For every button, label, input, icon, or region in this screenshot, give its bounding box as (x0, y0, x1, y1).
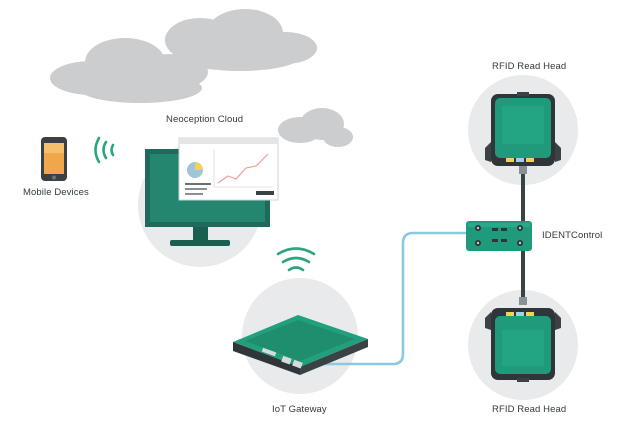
rfid-read-head-bottom (485, 308, 561, 382)
gateway-wifi-icon (276, 247, 316, 272)
dashboard-window (178, 137, 279, 201)
mobile-device (41, 137, 67, 181)
cloud-top-right (165, 9, 317, 71)
cloud-left (50, 38, 208, 103)
gateway-cable (302, 231, 470, 366)
wifi-waves-icon (94, 136, 115, 164)
label-neoception-cloud: Neoception Cloud (166, 114, 244, 125)
label-rfid-read-head-bottom: RFID Read Head (492, 404, 567, 415)
rfid-read-head-top (485, 92, 561, 166)
label-rfid-read-head-top: RFID Read Head (492, 61, 567, 72)
label-identcontrol: IDENTControl (542, 230, 603, 241)
cloud-right (278, 108, 353, 147)
cables (302, 166, 527, 366)
line-chart-icon (217, 153, 269, 184)
cloud-shapes (50, 9, 353, 147)
label-iot-gateway: IoT Gateway (272, 404, 327, 415)
iot-gateway (233, 315, 368, 375)
identcontrol-module (466, 221, 532, 251)
monitor (145, 137, 279, 246)
label-mobile-devices: Mobile Devices (23, 187, 89, 198)
